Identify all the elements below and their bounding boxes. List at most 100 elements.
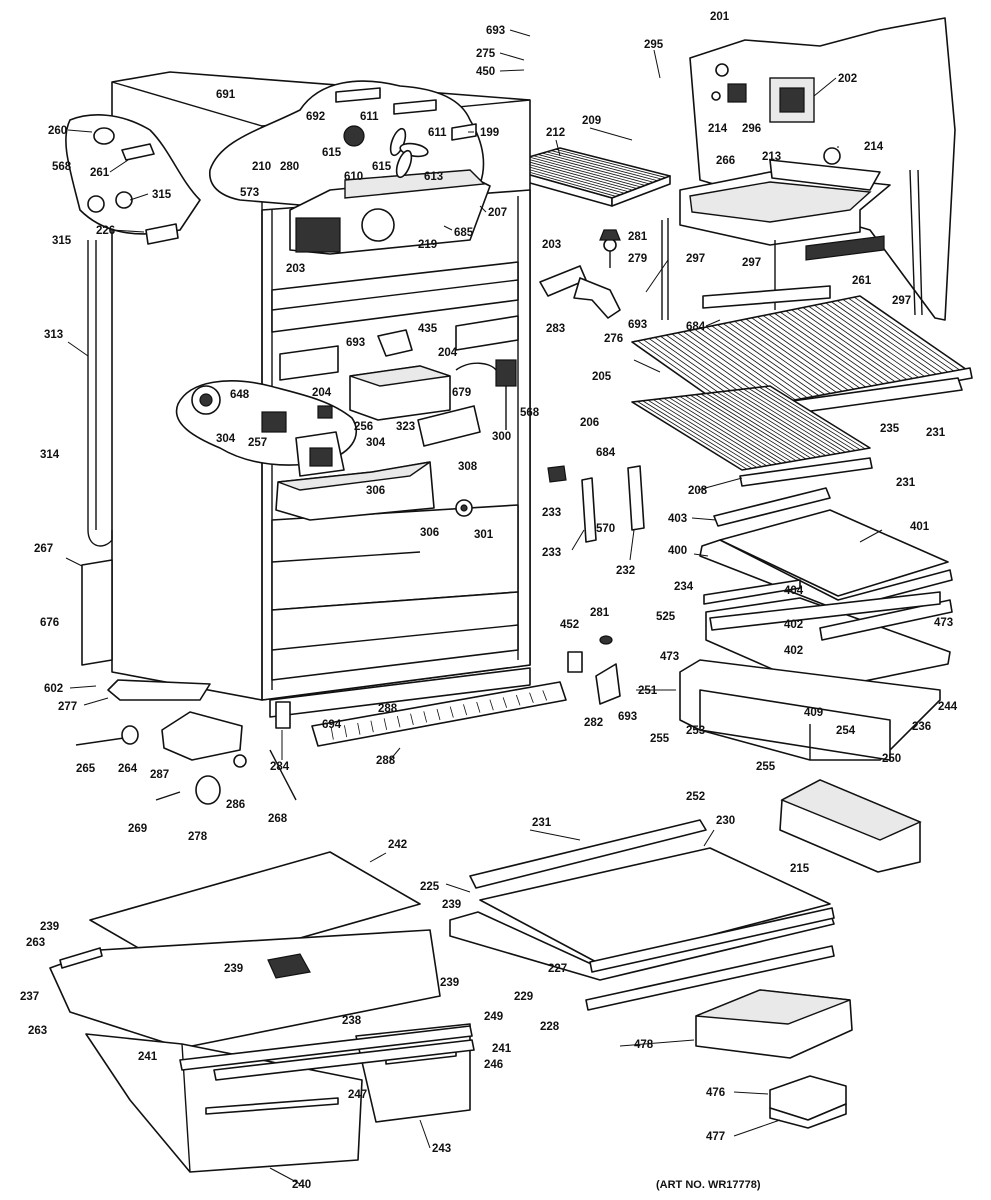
label-304: 304 [216, 433, 236, 445]
label-243: 243 [432, 1143, 451, 1155]
label-611: 611 [428, 127, 447, 139]
label-306: 306 [366, 485, 385, 497]
label-308: 308 [458, 461, 478, 473]
label-254: 254 [836, 725, 856, 737]
label-249: 249 [484, 1011, 503, 1023]
label-314: 314 [40, 449, 60, 461]
label-615: 615 [322, 147, 342, 159]
label-693: 693 [628, 319, 647, 331]
label-250: 250 [882, 753, 901, 765]
diagram-artwork [49, 17, 973, 1173]
label-435: 435 [418, 323, 438, 335]
label-277: 277 [58, 701, 77, 713]
label-233: 233 [542, 507, 561, 519]
label-684: 684 [596, 447, 616, 459]
label-297: 297 [742, 257, 761, 269]
label-278: 278 [188, 831, 208, 843]
label-235: 235 [880, 423, 900, 435]
label-409: 409 [804, 707, 823, 719]
label-401: 401 [910, 521, 930, 533]
label-239: 239 [442, 899, 461, 911]
label-269: 269 [128, 823, 147, 835]
label-313: 313 [44, 329, 63, 341]
label-215: 215 [790, 863, 810, 875]
label-315: 315 [52, 235, 72, 247]
label-199: 199 [480, 127, 499, 139]
label-264: 264 [118, 763, 138, 775]
label-255: 255 [650, 733, 670, 745]
label-255: 255 [756, 761, 776, 773]
label-204: 204 [312, 387, 332, 399]
label-400: 400 [668, 545, 687, 557]
label-288: 288 [378, 703, 398, 715]
callout-labels: 693 275 450 201 295 202 214 296 214 213 … [20, 11, 958, 1191]
label-693: 693 [346, 337, 365, 349]
label-676: 676 [40, 617, 59, 629]
label-227: 227 [548, 963, 567, 975]
label-296: 296 [742, 123, 761, 135]
label-282: 282 [584, 717, 603, 729]
label-244: 244 [938, 701, 958, 713]
label-403: 403 [668, 513, 687, 525]
label-241: 241 [138, 1051, 158, 1063]
art-number: (ART NO. WR17778) [656, 1179, 761, 1191]
label-261: 261 [90, 167, 110, 179]
label-297: 297 [892, 295, 911, 307]
label-201: 201 [710, 11, 730, 23]
label-610: 610 [344, 171, 363, 183]
label-208: 208 [688, 485, 708, 497]
label-568: 568 [520, 407, 540, 419]
label-233: 233 [542, 547, 561, 559]
label-693: 693 [618, 711, 637, 723]
frame-237 [49, 929, 441, 1049]
label-239: 239 [440, 977, 459, 989]
label-265: 265 [76, 763, 96, 775]
fan-blade-613 [389, 127, 429, 179]
label-214: 214 [708, 123, 728, 135]
label-260: 260 [48, 125, 67, 137]
label-323: 323 [396, 421, 415, 433]
label-263: 263 [26, 937, 45, 949]
label-236: 236 [912, 721, 931, 733]
wire-shelf-206 [631, 385, 871, 471]
label-213: 213 [762, 151, 781, 163]
label-232: 232 [616, 565, 635, 577]
label-266: 266 [716, 155, 735, 167]
label-231: 231 [896, 477, 916, 489]
label-611: 611 [360, 111, 379, 123]
label-275: 275 [476, 48, 496, 60]
label-694: 694 [322, 719, 342, 731]
label-230: 230 [716, 815, 735, 827]
drawer-250 [679, 659, 941, 761]
label-268: 268 [268, 813, 288, 825]
label-214: 214 [864, 141, 884, 153]
label-237: 237 [20, 991, 39, 1003]
label-473: 473 [934, 617, 953, 629]
label-615: 615 [372, 161, 392, 173]
label-219: 219 [418, 239, 437, 251]
label-684: 684 [686, 321, 706, 333]
label-685: 685 [454, 227, 474, 239]
label-452: 452 [560, 619, 579, 631]
label-286: 286 [226, 799, 245, 811]
label-315: 315 [152, 189, 172, 201]
label-281: 281 [590, 607, 610, 619]
label-693: 693 [486, 25, 505, 37]
label-242: 242 [388, 839, 407, 851]
label-206: 206 [580, 417, 599, 429]
label-231: 231 [926, 427, 946, 439]
label-229: 229 [514, 991, 533, 1003]
tube-313 [87, 240, 113, 547]
label-247: 247 [348, 1089, 367, 1101]
label-648: 648 [230, 389, 250, 401]
rail-203-left [271, 261, 519, 333]
label-228: 228 [540, 1021, 560, 1033]
label-404: 404 [784, 585, 804, 597]
label-231: 231 [532, 817, 552, 829]
label-297: 297 [686, 253, 705, 265]
label-202: 202 [838, 73, 857, 85]
label-679: 679 [452, 387, 471, 399]
label-251: 251 [638, 685, 658, 697]
label-267: 267 [34, 543, 53, 555]
